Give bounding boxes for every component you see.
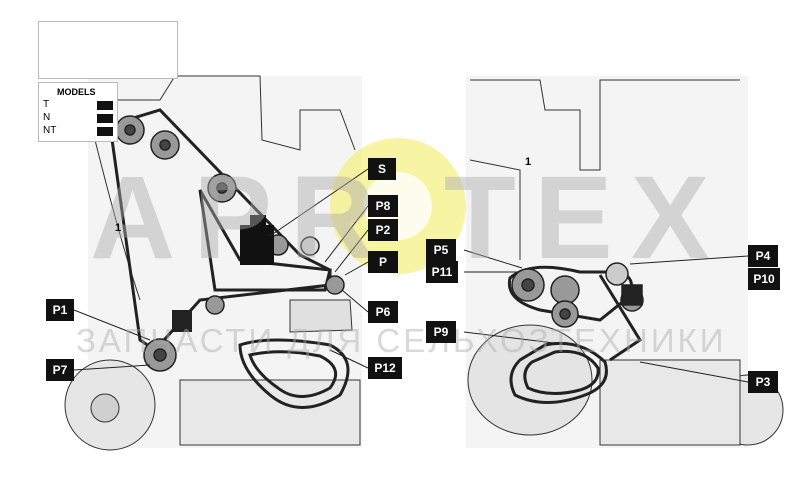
tag-p9[interactable]: P9 [426,321,456,343]
model-label-nt: NT [43,125,57,136]
left-gearbox [172,215,274,332]
right-machine-outline [467,79,784,446]
model-swatch-nt [97,127,113,136]
tag-p6[interactable]: P6 [368,301,398,323]
tag-p2[interactable]: P2 [368,219,398,241]
right-belts [507,265,643,404]
model-swatch-t [97,101,113,110]
tag-p7[interactable]: P7 [46,359,74,381]
tag-p5[interactable]: P5 [426,239,456,261]
tag-p11[interactable]: P11 [426,261,458,283]
models-icon-box [38,21,178,79]
tag-s[interactable]: S [368,158,396,180]
right-pulleys [511,262,644,328]
tag-p3[interactable]: P3 [748,371,778,393]
left-machine-outline [64,75,361,451]
model-label-n: N [43,112,51,123]
models-legend: MODELS T N NT [38,82,118,142]
belt-label-1-right: 1 [525,156,532,168]
tag-p8[interactable]: P8 [368,195,398,217]
model-swatch-n [97,114,113,123]
watermark-subtitle: ЗАПЧАСТИ ДЛЯ СЕЛЬХОЗТЕХНИКИ [76,322,727,359]
tag-p1[interactable]: P1 [46,299,74,321]
left-pulleys [115,115,345,372]
models-title: MODELS [57,87,96,97]
tag-p12[interactable]: P12 [368,357,402,379]
model-label-t: T [43,99,50,110]
tag-p10[interactable]: P10 [748,268,780,290]
tag-p[interactable]: P [368,251,398,273]
tag-p4[interactable]: P4 [748,245,778,267]
watermark-title: APR TEX [90,152,728,284]
belt-label-1-left: 1 [115,222,122,234]
leader-lines [73,168,749,383]
